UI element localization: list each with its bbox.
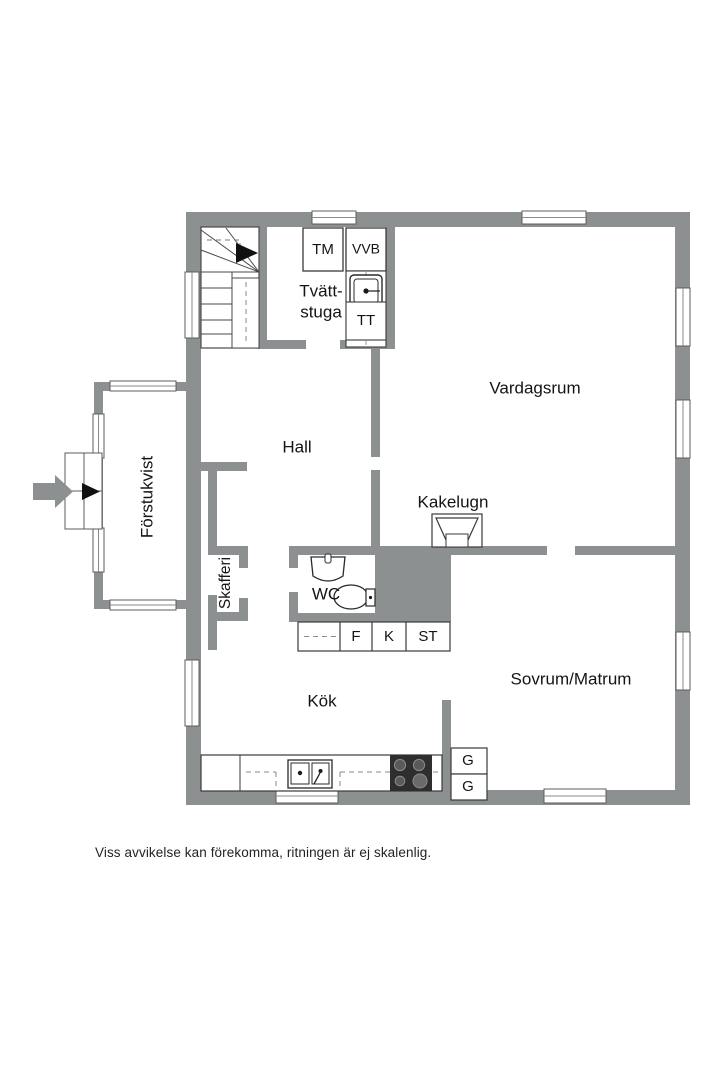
appliance-label-st: ST	[418, 628, 437, 645]
laundry-sink-icon	[349, 274, 383, 308]
window-top-2	[521, 210, 587, 225]
washbasin-icon	[310, 553, 346, 582]
appliance-label-tm: TM	[312, 241, 334, 258]
room-labels: Hall Vardagsrum Sovrum/Matrum Kök WC Kak…	[137, 281, 631, 710]
room-label-wc: WC	[312, 584, 340, 603]
room-label-skafferi: Skafferi	[217, 557, 234, 609]
kitchen-counter	[200, 754, 443, 792]
laundry-appliances	[302, 227, 387, 348]
room-label-tvattstuga-line1: Tvätt-	[299, 281, 342, 300]
room-label-sovrum-matrum: Sovrum/Matrum	[511, 669, 632, 688]
appliance-label-k: K	[384, 628, 394, 645]
window-right-2	[675, 399, 691, 459]
appliance-label-f: F	[351, 628, 360, 645]
window-left-2	[184, 659, 200, 727]
room-label-tvattstuga-line2: stuga	[300, 302, 342, 321]
toilet-icon	[333, 584, 376, 610]
room-label-kok: Kök	[307, 691, 337, 710]
staircase	[200, 226, 260, 349]
window-right-3	[675, 631, 691, 691]
room-label-vardagsrum: Vardagsrum	[489, 378, 580, 397]
porch-windows	[92, 380, 177, 611]
wardrobe-group	[450, 747, 488, 801]
window-bottom-2	[543, 788, 607, 804]
appliance-label-g-2: G	[462, 778, 474, 795]
window-top-1	[311, 210, 357, 225]
exterior-windows	[184, 210, 691, 804]
window-left-1	[184, 271, 200, 339]
appliance-labels: TM VVB TT F K ST G G	[312, 241, 474, 795]
wc-fixtures	[310, 553, 376, 610]
room-label-kakelugn: Kakelugn	[418, 492, 489, 511]
room-label-hall: Hall	[282, 437, 311, 456]
porch-structure	[33, 380, 190, 611]
kitchen-sink-icon	[287, 759, 333, 789]
entry-arrow-icon	[33, 475, 100, 508]
appliance-label-vvb: VVB	[352, 241, 380, 257]
room-label-forstukvist: Förstukvist	[137, 456, 156, 538]
plan-disclaimer-caption: Viss avvikelse kan förekomma, ritningen …	[95, 845, 432, 860]
window-right-1	[675, 287, 691, 347]
kitchen-cabinet-row	[297, 621, 451, 652]
interior-walls	[201, 227, 676, 792]
appliance-label-g-1: G	[462, 752, 474, 769]
appliance-label-tt: TT	[357, 312, 375, 329]
chimney-block	[383, 546, 451, 622]
cooktop-icon	[390, 755, 432, 791]
tiled-stove-icon	[431, 513, 483, 548]
